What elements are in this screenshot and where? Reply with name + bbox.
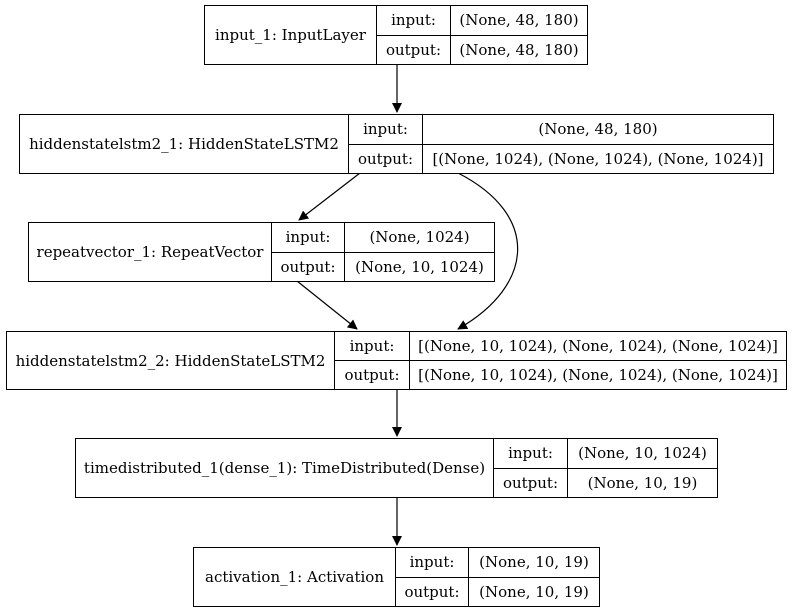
output-label: output: [404,582,460,601]
input-label: input: [335,332,409,361]
layer-shapes: (None, 1024) (None, 10, 1024) [345,223,494,281]
layer-node-activation-1: activation_1: Activation input: output: … [193,547,600,607]
layer-ports: input: output: [396,548,469,606]
edge-repeatvector-to-lstm2 [296,280,358,330]
layer-name: hiddenstatelstm2_1: HiddenStateLSTM2 [20,115,349,173]
layer-name: repeatvector_1: RepeatVector [29,223,272,281]
layer-name: input_1: InputLayer [205,6,377,64]
layer-name: hiddenstatelstm2_2: HiddenStateLSTM2 [7,332,335,389]
layer-shapes: (None, 48, 180) [(None, 1024), (None, 10… [423,115,773,173]
input-shape: (None, 10, 19) [469,548,599,578]
output-label: output: [344,366,400,384]
layer-node-hiddenstatelstm2-2: hiddenstatelstm2_2: HiddenStateLSTM2 inp… [6,331,787,390]
output-label: output: [385,40,442,59]
layer-name: timedistributed_1(dense_1): TimeDistribu… [76,439,494,497]
input-label: input: [272,223,344,253]
input-shape: (None, 48, 180) [423,115,773,145]
output-shape: [(None, 10, 1024), (None, 1024), (None, … [418,366,778,384]
input-shape: [(None, 10, 1024), (None, 1024), (None, … [410,332,786,361]
output-label: output: [502,473,559,492]
layer-shapes: [(None, 10, 1024), (None, 1024), (None, … [410,332,786,389]
edge-lstm1-to-lstm2 [457,172,519,330]
layer-node-hiddenstatelstm2-1: hiddenstatelstm2_1: HiddenStateLSTM2 inp… [19,114,774,174]
layer-shapes: (None, 10, 19) (None, 10, 19) [469,548,599,606]
layer-node-timedistributed-1: timedistributed_1(dense_1): TimeDistribu… [75,438,718,498]
output-label: output: [280,257,336,276]
output-shape: (None, 10, 1024) [355,257,484,276]
layer-name: activation_1: Activation [194,548,396,606]
layer-shapes: (None, 10, 1024) (None, 10, 19) [568,439,717,497]
input-shape: (None, 10, 1024) [568,439,717,469]
input-label: input: [377,6,450,36]
layer-ports: input: output: [494,439,568,497]
layer-ports: input: output: [272,223,345,281]
layer-shapes: (None, 48, 180) (None, 48, 180) [451,6,587,64]
input-shape: (None, 48, 180) [451,6,587,36]
layer-ports: input: output: [335,332,410,389]
output-label: output: [357,149,414,168]
layer-ports: input: output: [377,6,451,64]
output-shape: (None, 10, 19) [587,473,698,492]
output-shape: [(None, 1024), (None, 1024), (None, 1024… [432,149,764,168]
input-label: input: [349,115,422,145]
layer-node-input-1: input_1: InputLayer input: output: (None… [204,5,588,65]
input-label: input: [396,548,468,578]
edge-lstm1-to-repeatvector [298,172,361,221]
layer-node-repeatvector-1: repeatvector_1: RepeatVector input: outp… [28,222,495,282]
input-shape: (None, 1024) [345,223,494,253]
output-shape: (None, 48, 180) [459,40,579,59]
layer-ports: input: output: [349,115,423,173]
input-label: input: [494,439,567,469]
output-shape: (None, 10, 19) [479,582,589,601]
